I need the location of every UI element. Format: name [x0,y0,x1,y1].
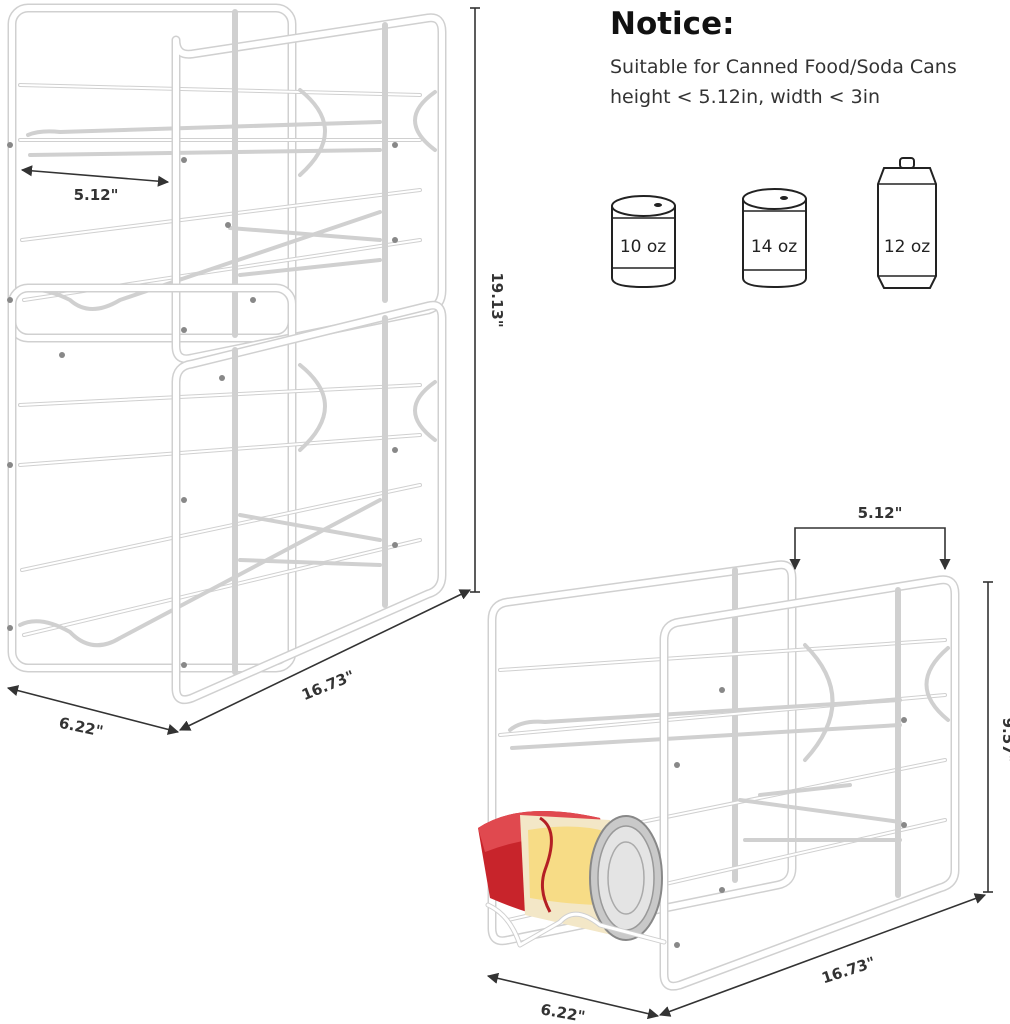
stacked-depth-label: 6.22" [57,714,105,741]
can-label-10oz: 10 oz [620,237,666,257]
notice-line-2: height < 5.12in, width < 3in [610,86,881,108]
single-length-label: 16.73" [819,953,877,987]
can-label-12oz: 12 oz [884,237,930,257]
single-height-dimension: 9.57" [983,581,1010,893]
rack-frame-bottom-rear [7,283,297,673]
rack-frame-rear [487,560,797,946]
stacked-depth-dimension: 6.22" [6,685,180,741]
notice-line-1: Suitable for Canned Food/Soda Cans [610,56,957,78]
rack-frame-bottom-front [171,300,447,705]
can-icon-10oz: 10 oz [611,195,676,289]
stacked-length-dimension: 16.73" [178,589,472,731]
soda-can-icon: 12 oz [877,157,937,289]
single-height-label: 9.57" [999,718,1010,763]
single-depth-label: 6.22" [539,1000,586,1024]
stacked-width-label: 5.12" [74,186,119,204]
single-width-label: 5.12" [858,504,903,522]
single-length-dimension: 16.73" [658,893,987,1017]
single-rack [478,560,960,991]
notice-title: Notice: [610,6,735,42]
stacked-rack [7,3,447,705]
rack-frame-top-rear [7,3,297,343]
can-icon-14oz: 14 oz [742,188,807,289]
rack-frame-top-front [171,9,447,364]
soup-can [478,810,663,941]
single-width-dimension: 5.12" [789,504,951,571]
stacked-length-label: 16.73" [299,667,357,704]
can-label-14oz: 14 oz [751,237,797,257]
stacked-width-dimension: 5.12" [20,165,170,204]
stacked-height-label: 19.13" [488,272,506,327]
stacked-height-dimension: 19.13" [470,7,506,593]
single-depth-dimension: 6.22" [486,972,660,1024]
